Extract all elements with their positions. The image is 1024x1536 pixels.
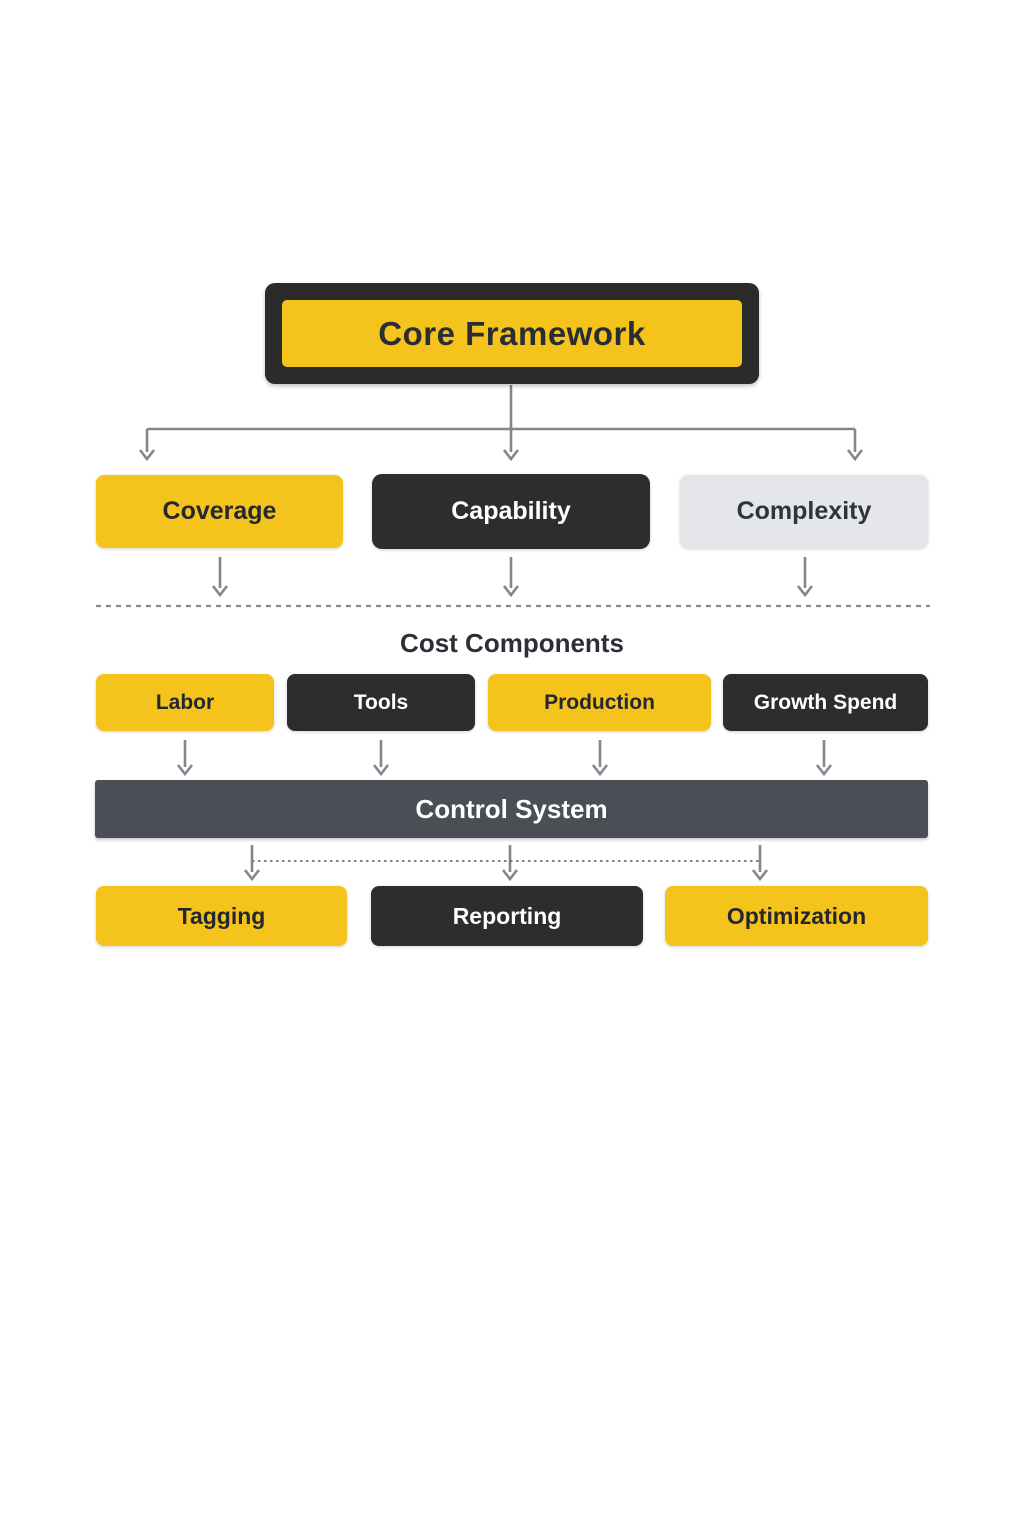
arrowhead-down-icon bbox=[243, 869, 261, 882]
arrowhead-down-icon bbox=[211, 585, 229, 598]
tier1-branch-connectors bbox=[138, 385, 864, 462]
node-optimization: Optimization bbox=[665, 886, 928, 946]
arrowhead-down-icon bbox=[591, 764, 609, 777]
arrowhead-down-icon bbox=[796, 585, 814, 598]
node-labor: Labor bbox=[96, 674, 274, 731]
control-down-arrows bbox=[243, 845, 769, 882]
node-capability: Capability bbox=[372, 474, 650, 549]
node-core-framework-label: Core Framework bbox=[282, 300, 742, 367]
node-growth-spend: Growth Spend bbox=[723, 674, 928, 731]
cost-down-arrows bbox=[176, 740, 833, 777]
node-control-system: Control System bbox=[95, 780, 928, 838]
node-reporting: Reporting bbox=[371, 886, 643, 946]
arrowhead-down-icon bbox=[176, 764, 194, 777]
node-core-framework: Core Framework bbox=[265, 283, 759, 384]
node-coverage: Coverage bbox=[96, 475, 343, 548]
arrowhead-down-icon bbox=[372, 764, 390, 777]
node-production: Production bbox=[488, 674, 711, 731]
node-tagging: Tagging bbox=[96, 886, 347, 946]
arrowhead-down-icon bbox=[502, 585, 520, 598]
arrowhead-down-icon bbox=[138, 449, 156, 462]
arrowhead-down-icon bbox=[815, 764, 833, 777]
node-tools: Tools bbox=[287, 674, 475, 731]
arrowhead-down-icon bbox=[502, 449, 520, 462]
arrowhead-down-icon bbox=[846, 449, 864, 462]
section-heading-cost-components: Cost Components bbox=[400, 628, 624, 658]
arrowhead-down-icon bbox=[501, 869, 519, 882]
pillar-down-arrows bbox=[211, 557, 814, 598]
arrowhead-down-icon bbox=[751, 869, 769, 882]
node-complexity: Complexity bbox=[680, 475, 928, 548]
